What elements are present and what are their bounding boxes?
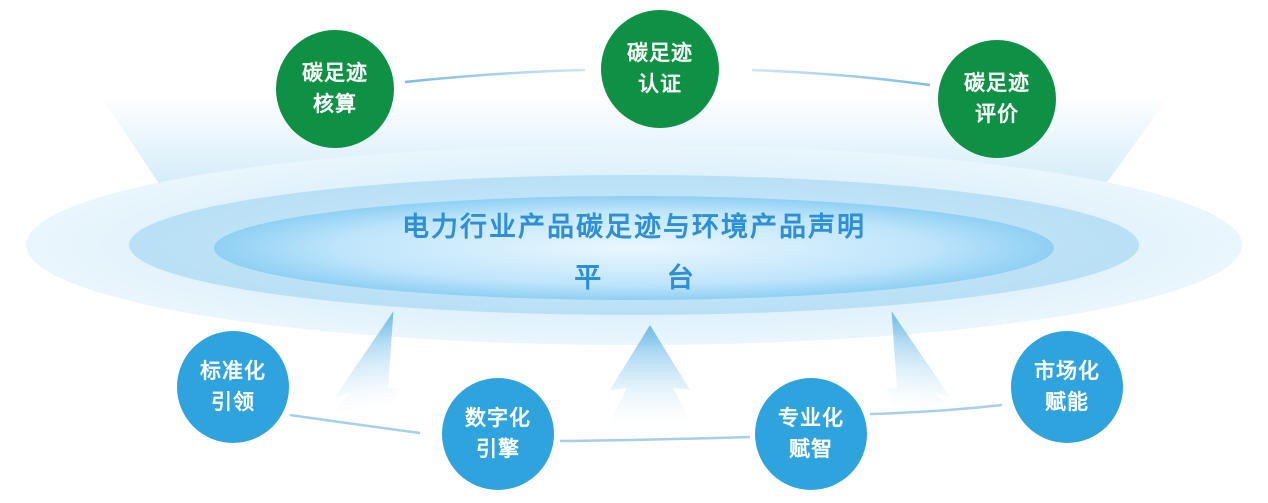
node-label-line2: 核算 xyxy=(313,92,357,116)
bottom-connector-2 xyxy=(559,435,751,443)
arrow-left xyxy=(329,311,400,417)
node-label-line1: 专业化 xyxy=(778,406,844,430)
node-digitalization: 数字化 引擎 xyxy=(442,378,554,490)
arrow-right xyxy=(885,311,956,417)
node-label-line1: 标准化 xyxy=(200,359,266,383)
platform-inner-disc xyxy=(214,196,1054,300)
platform-title: 电力行业产品碳足迹与环境产品声明 xyxy=(402,212,866,243)
node-label-line1: 碳足迹 xyxy=(627,41,693,65)
top-connector-right xyxy=(751,68,931,87)
node-label-line2: 评价 xyxy=(975,102,1019,126)
arrow-center xyxy=(608,325,692,425)
node-label-line1: 数字化 xyxy=(465,406,531,430)
node-label-line1: 市场化 xyxy=(1034,359,1100,383)
bottom-connector-1 xyxy=(289,413,421,435)
node-carbon-footprint-certification: 碳足迹 认证 xyxy=(601,10,719,128)
bottom-connector-3 xyxy=(869,403,1003,416)
node-label-line2: 赋智 xyxy=(789,437,833,461)
node-marketization: 市场化 赋能 xyxy=(1011,331,1123,443)
node-label-line1: 碳足迹 xyxy=(302,61,368,85)
node-carbon-footprint-evaluation: 碳足迹 评价 xyxy=(938,40,1056,158)
node-carbon-footprint-accounting: 碳足迹 核算 xyxy=(276,30,394,148)
platform-subtitle: 平 台 xyxy=(574,263,722,294)
node-label-line2: 引领 xyxy=(211,390,255,414)
node-professionalization: 专业化 赋智 xyxy=(755,378,867,490)
node-label-line2: 引擎 xyxy=(476,437,520,461)
node-label-line2: 认证 xyxy=(638,72,682,96)
node-label-line1: 碳足迹 xyxy=(964,71,1030,95)
node-label-line2: 赋能 xyxy=(1045,390,1089,414)
top-connector-left xyxy=(404,68,586,84)
node-standardization: 标准化 引领 xyxy=(177,331,289,443)
